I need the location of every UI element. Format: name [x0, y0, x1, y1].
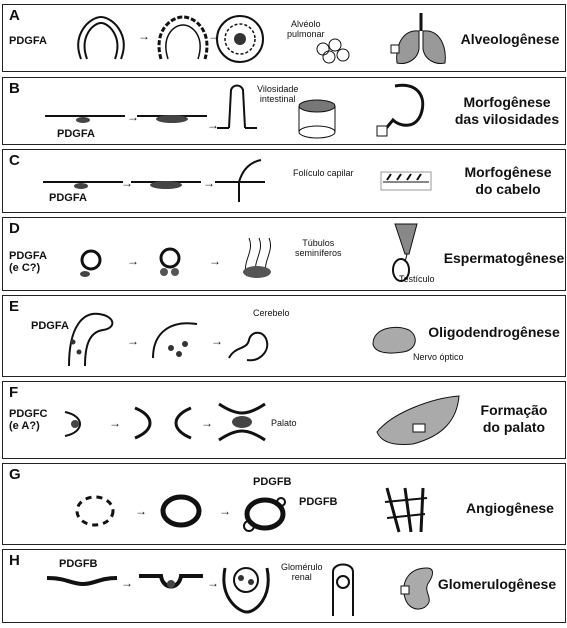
endothelial-cells-scattered-illustration [73, 492, 117, 530]
panel-title: Glomerulogênese [429, 576, 565, 593]
s-shaped-body-illustration [139, 568, 203, 596]
arrow: → [219, 504, 231, 518]
foliculo-label: Folículo capilar [293, 168, 354, 178]
brain-illustration [369, 322, 419, 356]
palate-fusion-illustration [217, 402, 267, 442]
capillary-network-illustration [381, 484, 431, 536]
vessel-tube-illustration [159, 492, 203, 530]
skin-placode-illustration [43, 174, 123, 194]
arrow: → [138, 29, 150, 43]
testiculo-label: Testículo [399, 274, 435, 284]
panel-c-cabelo: C PDGFA → → Folículo capilar Morfogênese… [2, 149, 566, 213]
panel-g-angiogenese: G → → PDGFB PDGFB Angiogênese [2, 463, 566, 545]
nephron-cleft-illustration [47, 570, 117, 592]
panel-letter: F [9, 384, 18, 401]
gene-label: PDGFA [49, 192, 87, 204]
villus-illustration [217, 82, 257, 134]
panel-letter: C [9, 152, 20, 169]
seminiferous-tubules-illustration [237, 232, 277, 280]
pdgfb-label-2: PDGFB [299, 496, 338, 508]
lung-bud-branching-illustration [153, 13, 213, 65]
germ-cell-ring-illustration [77, 248, 107, 278]
intestine-cylinder-illustration [297, 98, 337, 138]
arrow: → [135, 504, 147, 518]
arrow: → [211, 334, 223, 348]
lungs-illustration [391, 9, 451, 67]
cerebelo-label: Cerebelo [253, 308, 290, 318]
vilosidade-label: Vilosidade intestinal [257, 84, 298, 104]
lung-bud-illustration [71, 13, 131, 65]
neural-tube-illustration [63, 306, 119, 372]
panel-title: Espermatogênese [443, 250, 565, 267]
epithelium-bud-illustration [45, 108, 125, 128]
panel-letter: H [9, 552, 20, 569]
testis-illustration [381, 220, 431, 282]
tubule-cross-section-illustration [153, 246, 187, 280]
palatal-shelves-approaching-illustration [133, 406, 193, 440]
panel-f-palato: F PDGFC (e A?) → → Palato Formação do pa… [2, 381, 566, 459]
panel-e-oligodendrogenese: E PDGFA → → Cerebelo Nervo óptico Oligod… [2, 295, 566, 377]
mesenchyme-cluster-illustration [137, 108, 207, 128]
alveolar-sac-illustration [213, 13, 268, 65]
vessel-pericytes-illustration [241, 492, 291, 536]
hair-peg-illustration [215, 158, 265, 202]
gene-label: PDGFA (e C?) [9, 250, 47, 274]
hair-follicles-skin-illustration [381, 170, 433, 192]
arrow: → [201, 416, 213, 430]
glomerulo-label: Glomérulo renal [281, 562, 323, 582]
glomerulus-tuft-illustration [219, 558, 273, 616]
panel-title: Morfogênese das vilosidades [449, 94, 565, 128]
panel-letter: A [9, 7, 20, 24]
arrow: → [121, 576, 133, 590]
dermal-condensate-illustration [131, 174, 201, 194]
arrow: → [209, 254, 221, 268]
panel-title: Alveologênese [455, 31, 565, 48]
cerebellum-illustration [225, 316, 275, 366]
panel-a-alveologenese: A PDGFA → → Alvéolo pulmonar Alveologêne… [2, 4, 566, 72]
head-palate-illustration [373, 392, 463, 450]
brain-fold-illustration [149, 314, 205, 364]
arrow: → [203, 176, 215, 190]
gene-label: PDGFC (e A?) [9, 408, 48, 432]
nephron-illustration [323, 558, 367, 618]
arrow: → [127, 254, 139, 268]
panel-letter: D [9, 220, 20, 237]
panel-title: Angiogênese [455, 500, 565, 517]
panel-title: Formação do palato [463, 402, 565, 436]
gene-label: PDGFA [9, 35, 47, 47]
arrow: → [127, 334, 139, 348]
panel-title: Morfogênese do cabelo [451, 164, 565, 198]
palatal-shelf-illustration [63, 410, 93, 438]
stomach-intestine-illustration [375, 80, 435, 140]
panel-letter: B [9, 80, 20, 97]
gene-label: PDGFB [59, 558, 98, 570]
panel-letter: E [9, 298, 19, 315]
nervo-label: Nervo óptico [413, 352, 464, 362]
alveolus-cluster-illustration [313, 35, 353, 65]
panel-letter: G [9, 466, 21, 483]
panel-h-glomerulogenese: H PDGFB → → Glomérulo renal Glomerulogên… [2, 549, 566, 623]
panel-title: Oligodendrogênese [423, 324, 565, 341]
tubulos-label: Túbulos seminíferos [295, 238, 342, 258]
palato-label: Palato [271, 418, 297, 428]
gene-label: PDGFA [57, 128, 95, 140]
arrow: → [207, 576, 219, 590]
panel-d-espermatogenese: D PDGFA (e C?) → → Túbulos seminíferos T… [2, 217, 566, 291]
panel-b-vilosidades: B PDGFA → → Vilosidade intestinal Morfog… [2, 77, 566, 145]
pdgfb-label-1: PDGFB [253, 476, 292, 488]
arrow: → [109, 416, 121, 430]
